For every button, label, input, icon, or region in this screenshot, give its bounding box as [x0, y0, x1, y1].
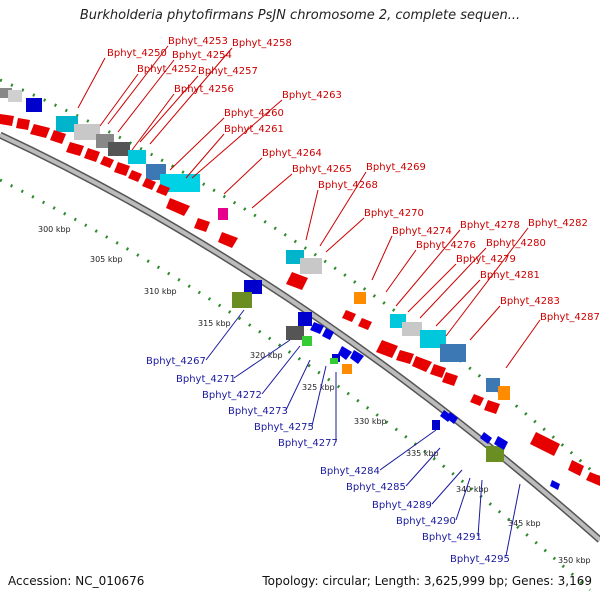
scale-tick-label: 340 kbp: [456, 485, 489, 494]
scale-tick-label: 330 kbp: [354, 417, 387, 426]
gene-label: Bphyt_4276: [416, 240, 476, 251]
gene-label: Bphyt_4273: [228, 406, 288, 417]
gene-label: Bphyt_4270: [364, 208, 424, 219]
gene-label: Bphyt_4295: [450, 554, 510, 565]
reverse-genes: [232, 280, 560, 490]
scale-tick-label: 335 kbp: [406, 449, 439, 458]
chromosome-backbone: [0, 131, 600, 543]
gene-label: Bphyt_4274: [392, 226, 452, 237]
gene-label: Bphyt_4281: [480, 270, 540, 281]
gene-label: Bphyt_4268: [318, 180, 378, 191]
scale-tick-label: 350 kbp: [558, 556, 591, 565]
gene-label: Bphyt_4269: [366, 162, 426, 173]
scale-tick-label: 325 kbp: [302, 383, 335, 392]
forward-gene-arrows: [0, 114, 600, 486]
gene-label: Bphyt_4252: [137, 64, 197, 75]
gene-label: Bphyt_4253: [168, 36, 228, 47]
gene-label: Bphyt_4284: [320, 466, 380, 477]
gene-label: Bphyt_4257: [198, 66, 258, 77]
gene-label: Bphyt_4263: [282, 90, 342, 101]
scale-tick-label: 300 kbp: [38, 225, 71, 234]
gene-label: Bphyt_4267: [146, 356, 206, 367]
gene-label: Bphyt_4278: [460, 220, 520, 231]
gene-label: Bphyt_4285: [346, 482, 406, 493]
gene-label: Bphyt_4272: [202, 390, 262, 401]
gene-label: Bphyt_4260: [224, 108, 284, 119]
gene-label: Bphyt_4290: [396, 516, 456, 527]
gene-label: Bphyt_4291: [422, 532, 482, 543]
gene-label: Bphyt_4261: [224, 124, 284, 135]
forward-gene-labels: Bphyt_4250 Bphyt_4253 Bphyt_4258 Bphyt_4…: [107, 36, 600, 323]
topology-summary: Topology: circular; Length: 3,625,999 bp…: [262, 574, 592, 588]
gene-label: Bphyt_4277: [278, 438, 338, 449]
scale-tick-label: 305 kbp: [90, 255, 123, 264]
reverse-gene-leaders: [205, 309, 521, 557]
forward-genes: [0, 88, 600, 486]
inner-scale-ring: [0, 178, 592, 592]
gene-label: Bphyt_4280: [486, 238, 546, 249]
reverse-gene-labels: Bphyt_4267 Bphyt_4271 Bphyt_4272 Bphyt_4…: [146, 356, 510, 565]
gene-label: Bphyt_4256: [174, 84, 234, 95]
gene-label: Bphyt_4289: [372, 500, 432, 511]
gene-label: Bphyt_4279: [456, 254, 516, 265]
scale-tick-label: 345 kbp: [508, 519, 541, 528]
gene-label: Bphyt_4283: [500, 296, 560, 307]
gene-label: Bphyt_4264: [262, 148, 322, 159]
scale-tick-label: 310 kbp: [144, 287, 177, 296]
forward-gene-row-outer: [0, 88, 510, 400]
map-title: Burkholderia phytofirmans PsJN chromosom…: [79, 8, 521, 23]
gene-label: Bphyt_4282: [528, 218, 588, 229]
forward-gene-leaders: [77, 45, 541, 369]
gene-label: Bphyt_4250: [107, 48, 167, 59]
gene-label: Bphyt_4271: [176, 374, 236, 385]
gene-label: Bphyt_4258: [232, 38, 292, 49]
accession-label: Accession: NC_010676: [8, 574, 145, 588]
gene-label: Bphyt_4287: [540, 312, 600, 323]
gene-label: Bphyt_4254: [172, 50, 232, 61]
scale-tick-label: 315 kbp: [198, 319, 231, 328]
gene-label: Bphyt_4265: [292, 164, 352, 175]
gene-label: Bphyt_4275: [254, 422, 314, 433]
